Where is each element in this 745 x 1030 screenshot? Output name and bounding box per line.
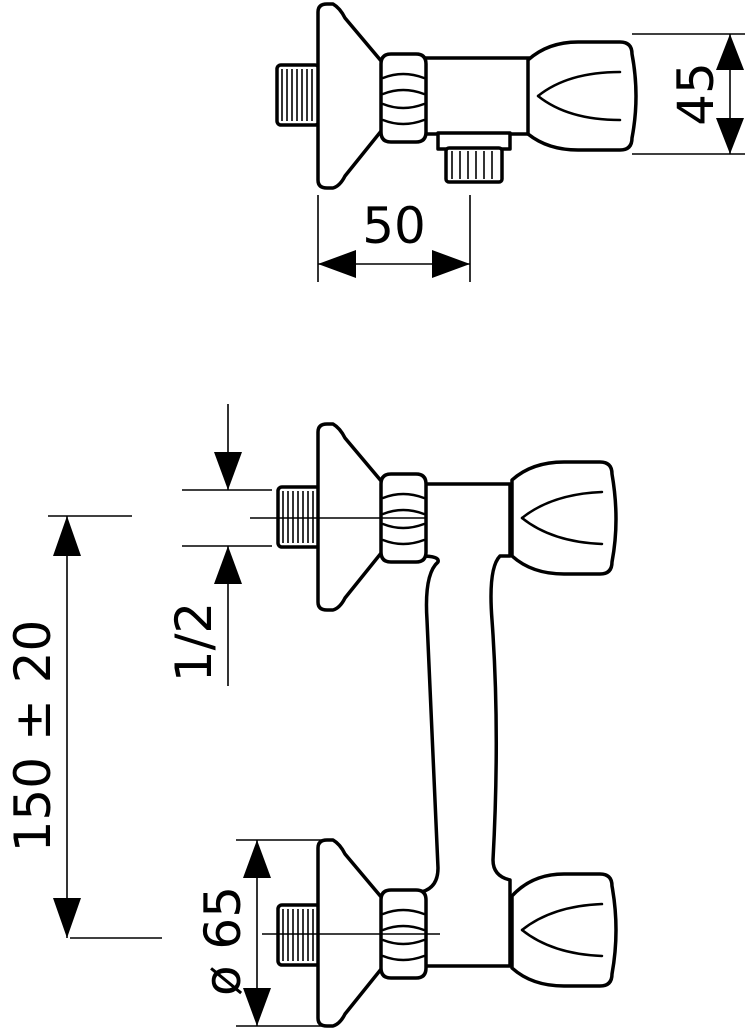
upper-flange bbox=[316, 422, 384, 612]
top-view-body bbox=[418, 56, 532, 136]
dimension-flange-diameter: ø 65 bbox=[194, 839, 322, 1027]
top-view-threaded-stub bbox=[275, 63, 321, 127]
top-view-hex-nut bbox=[379, 52, 428, 144]
dimension-center-distance: 150 ± 20 bbox=[4, 515, 162, 939]
front-view-lower-connector bbox=[276, 838, 428, 1028]
front-view-mixer-body bbox=[419, 482, 512, 968]
top-view-flange bbox=[316, 2, 384, 190]
dimension-thread-label: 1/2 bbox=[165, 602, 223, 682]
center-lines bbox=[250, 517, 440, 935]
front-view-upper-connector bbox=[276, 422, 428, 612]
top-view-handle bbox=[526, 40, 638, 152]
lower-flange bbox=[316, 838, 384, 1028]
dimension-height: 45 bbox=[632, 33, 745, 155]
top-view-outlet-spout bbox=[436, 131, 512, 184]
dimension-center-distance-label: 150 ± 20 bbox=[4, 620, 62, 853]
front-view-upper-handle bbox=[510, 460, 618, 576]
dimension-thread: 1/2 bbox=[165, 404, 272, 686]
dimension-depth: 50 bbox=[317, 195, 471, 282]
dimension-depth-label: 50 bbox=[362, 197, 426, 255]
upper-threaded-stub bbox=[276, 485, 322, 549]
top-view bbox=[275, 2, 638, 190]
dimension-height-label: 45 bbox=[667, 62, 725, 126]
dimension-flange-diameter-label: ø 65 bbox=[194, 886, 252, 996]
front-view-lower-handle bbox=[510, 872, 618, 988]
lower-threaded-stub bbox=[276, 903, 322, 967]
